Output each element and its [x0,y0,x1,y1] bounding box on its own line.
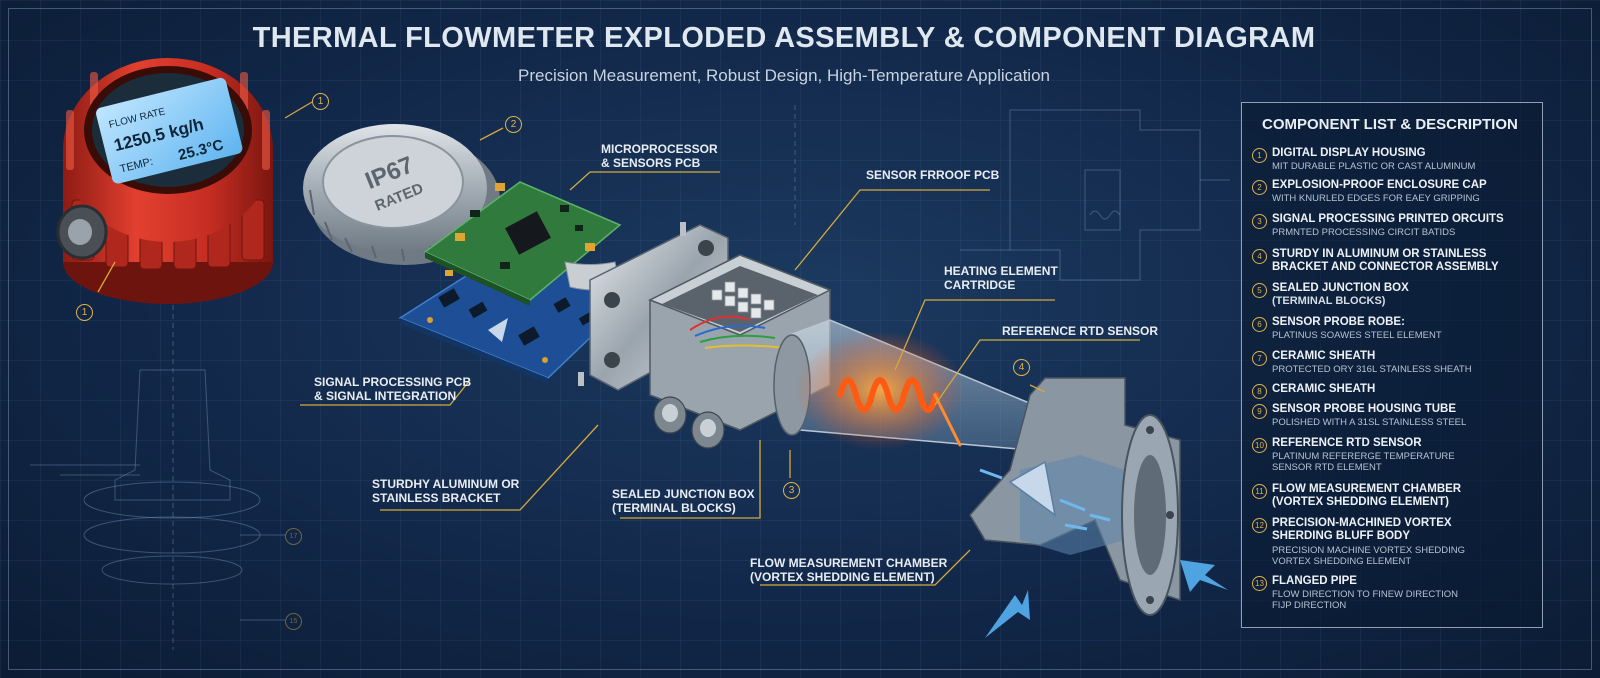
item-desc: PLATINUM REFERERGE TEMPERATURE SENSOR RT… [1272,451,1455,473]
item-desc: WITH KNURLED EDGES FOR EAEY GRIPPING [1272,193,1480,204]
item-desc: PRMNTED PROCESSING CIRCIT BATIDS [1272,227,1456,238]
badge-ghost-a: 17 [285,528,302,545]
item-desc: PLATINUS SOAWES STEEL ELEMENT [1272,330,1442,341]
badge-housing-top: 1 [312,93,329,110]
explosion-proof-cap: IP67 RATED [303,124,500,265]
item-desc: FLOW DIRECTION TO FINEW DIRECTION FIJP D… [1272,589,1458,611]
callout-reference-rtd: REFERENCE RTD SENSOR [1002,324,1159,338]
badge-chamber: 4 [1013,359,1030,376]
item-number: 9 [1252,404,1267,419]
leader-lines [97,101,1140,586]
item-desc: (TERMINAL BLOCKS) [1272,295,1386,307]
badge-junction: 3 [783,482,800,499]
flow-direction-arrows [979,468,1228,638]
heating-element-coil [837,377,962,447]
item-number: 7 [1252,351,1267,366]
item-name: REFERENCE RTD SENSOR [1272,437,1422,449]
callout-bracket: STURDHY ALUMINUM OR STAINLESS BRACKET [372,477,520,505]
item-number: 6 [1252,317,1267,332]
item-name: SIGNAL PROCESSING PRINTED ORCUITS [1272,213,1504,225]
flow-measurement-chamber [969,377,1181,616]
page-title: THERMAL FLOWMETER EXPLODED ASSEMBLY & CO… [252,22,1316,54]
item-number: 3 [1252,214,1267,229]
item-number: 4 [1252,249,1267,264]
item-name: SEALED JUNCTION BOX [1272,282,1409,294]
item-number: 8 [1252,384,1267,399]
ghost-pipe-drawing [794,105,1230,281]
microprocessor-pcb [423,181,622,306]
item-number: 5 [1252,283,1267,298]
ghost-housing-drawing [30,305,285,650]
page-subtitle: Precision Measurement, Robust Design, Hi… [518,66,1050,85]
item-number: 11 [1252,484,1267,499]
item-name: CERAMIC SHEATH [1272,350,1376,362]
item-desc: PROTECTED ORY 316L STAINLESS SHEATH [1272,364,1472,375]
item-name: PRECISION-MACHINED VORTEX SHERDING BLUFF… [1272,517,1452,542]
callout-junction-box: SEALED JUNCTION BOX (TERMINAL BLOCKS) [612,487,755,515]
item-name: CERAMIC SHEATH [1272,383,1376,395]
item-name: FLOW MEASUREMENT CHAMBER (VORTEX SHEDDIN… [1272,483,1462,508]
item-number: 1 [1252,148,1267,163]
item-number: 12 [1252,518,1267,533]
callout-heating-element: HEATING ELEMENT CARTRIDGE [944,264,1058,292]
item-name: DIGITAL DISPLAY HOUSING [1272,147,1426,159]
item-number: 10 [1252,438,1267,453]
item-desc: MIT DURABLE PLASTIC OR CAST ALUMINUM [1272,161,1476,172]
item-name: SENSOR PROBE HOUSING TUBE [1272,403,1457,415]
callout-sensor-proof-pcb: SENSOR FRROOF PCB [866,168,1000,182]
item-name: FLANGED PIPE [1272,575,1357,587]
item-name: EXPLOSION-PROOF ENCLOSURE CAP [1272,179,1487,191]
component-list-title: COMPONENT LIST & DESCRIPTION [1262,116,1518,133]
item-name: STURDY IN ALUMINUM OR STAINLESS BRACKET … [1272,248,1499,273]
callout-flow-chamber: FLOW MEASUREMENT CHAMBER (VORTEX SHEDDIN… [750,556,948,584]
item-name: SENSOR PROBE ROBE: [1272,316,1405,328]
badge-cap: 2 [505,116,522,133]
component-list-panel: COMPONENT LIST & DESCRIPTION 1 DIGITAL D… [1241,102,1543,628]
badge-housing-bottom: 1 [76,304,93,321]
item-number: 2 [1252,180,1267,195]
item-number: 13 [1252,576,1267,591]
digital-display-housing [56,58,273,304]
callout-microprocessor: MICROPROCESSOR & SENSORS PCB [601,142,718,170]
badge-ghost-b: 15 [285,613,302,630]
item-desc: PRECISION MACHINE VORTEX SHEDDING VORTEX… [1272,545,1466,567]
callout-signal-processing: SIGNAL PROCESSING PCB & SIGNAL INTEGRATI… [314,375,472,403]
item-desc: POLISHED WITH A 31SL STAINLESS STEEL [1272,417,1467,428]
